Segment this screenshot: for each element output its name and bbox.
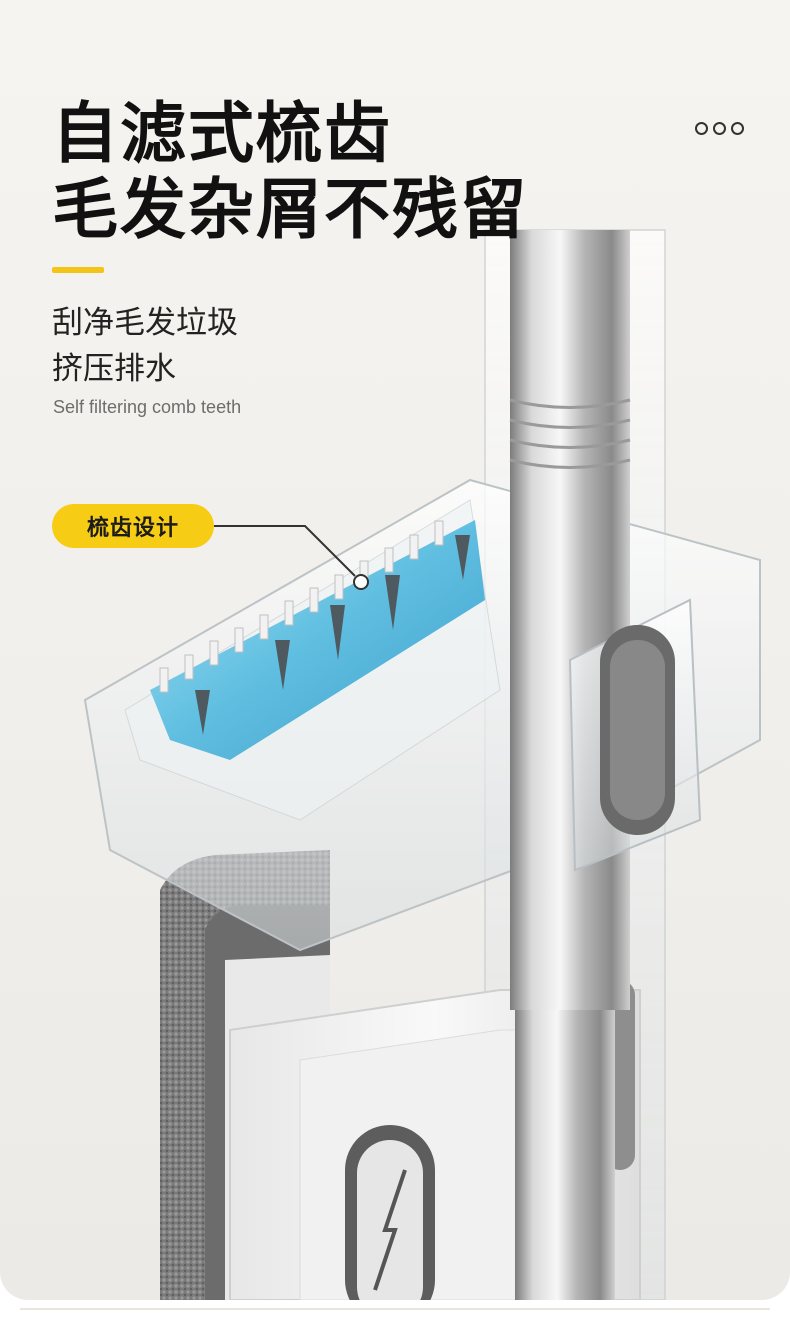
headline-line-1: 自滤式梳齿 [52,95,392,172]
feature-line-2: 挤压排水 [52,351,176,387]
feature-description: 刮净毛发垃圾 挤压排水 [52,300,238,392]
accent-divider [52,267,104,273]
headline-line-2: 毛发杂屑不残留 [52,171,528,248]
feature-line-1: 刮净毛发垃圾 [52,305,238,341]
headline: 自滤式梳齿 毛发杂屑不残留 [52,96,528,248]
callout-badge: 梳齿设计 [52,504,214,548]
more-dots-icon [695,122,744,135]
bottom-divider [20,1308,770,1310]
english-caption: Self filtering comb teeth [53,397,242,417]
